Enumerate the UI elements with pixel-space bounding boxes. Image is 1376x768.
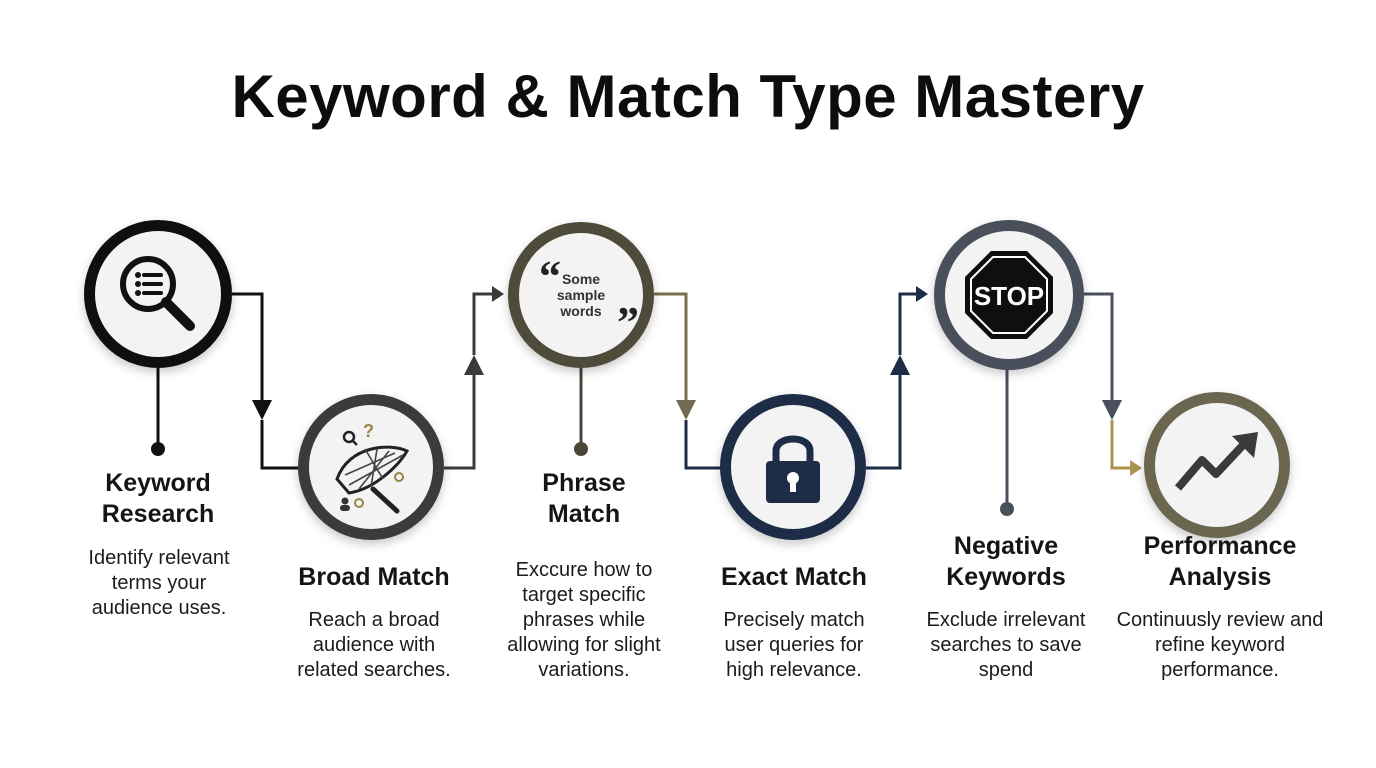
pin-dot-3	[574, 442, 588, 456]
step-3-node: “ ” Some sample words	[508, 222, 654, 368]
step-6-title: Performance Analysis	[1143, 532, 1297, 591]
step-5-description: Exclude irrelevant searches to save spen…	[926, 609, 1086, 681]
step-5-title: Negative Keywords	[946, 532, 1066, 591]
magnifier-list-icon	[120, 256, 195, 331]
connector-1-2	[232, 292, 264, 405]
step-1-node	[84, 220, 232, 368]
pin-dot-1	[151, 442, 165, 456]
step-2-node: ?	[298, 394, 444, 540]
step-2-description: Reach a broad audience with related sear…	[297, 609, 451, 681]
step-6-node	[1144, 392, 1290, 538]
arrow-up-4	[890, 355, 910, 375]
arrow-right-2	[492, 286, 504, 302]
arrow-up-2	[464, 355, 484, 375]
step-3-description: Exccure how to target specific phrases w…	[507, 559, 661, 681]
svg-text:?: ?	[363, 421, 374, 441]
connector-4-5	[866, 375, 902, 470]
svg-text:”: ”	[617, 298, 639, 345]
step-3-title: Phrase Match	[542, 469, 626, 528]
step-6-description: Continuusly review and refine keyword pe…	[1116, 609, 1324, 681]
step-5-node: STOP	[934, 220, 1084, 370]
quote-icon: “ ”	[539, 252, 639, 345]
step-1-description: Identify relevant terms your audience us…	[88, 547, 230, 619]
step-1-title: Keyword Research	[101, 469, 215, 528]
arrow-right-4	[916, 286, 928, 302]
step-4-description: Precisely match user queries for high re…	[723, 609, 865, 681]
connector-3-4	[654, 292, 688, 400]
connector-2-3	[444, 375, 476, 470]
arrow-right-5	[1130, 460, 1142, 476]
step-4-node	[720, 394, 866, 540]
arrow-down-5	[1102, 400, 1122, 420]
arrow-down-3	[676, 400, 696, 420]
net-icon: ?	[335, 421, 410, 514]
page-title: Keyword & Match Type Mastery	[231, 63, 1145, 130]
connector-5-6	[1084, 292, 1114, 400]
step-2-title: Broad Match	[298, 563, 450, 591]
stop-sign-text: STOP	[974, 281, 1044, 311]
padlock-icon	[766, 435, 820, 503]
trend-up-icon	[1174, 432, 1258, 491]
step-4-title: Exact Match	[721, 563, 867, 591]
arrow-down-1	[252, 400, 272, 420]
svg-text:“: “	[539, 252, 561, 301]
quote-sample-text: Some sample words	[556, 271, 606, 319]
pin-dot-5	[1000, 502, 1014, 516]
stop-sign-icon: STOP	[965, 251, 1053, 339]
